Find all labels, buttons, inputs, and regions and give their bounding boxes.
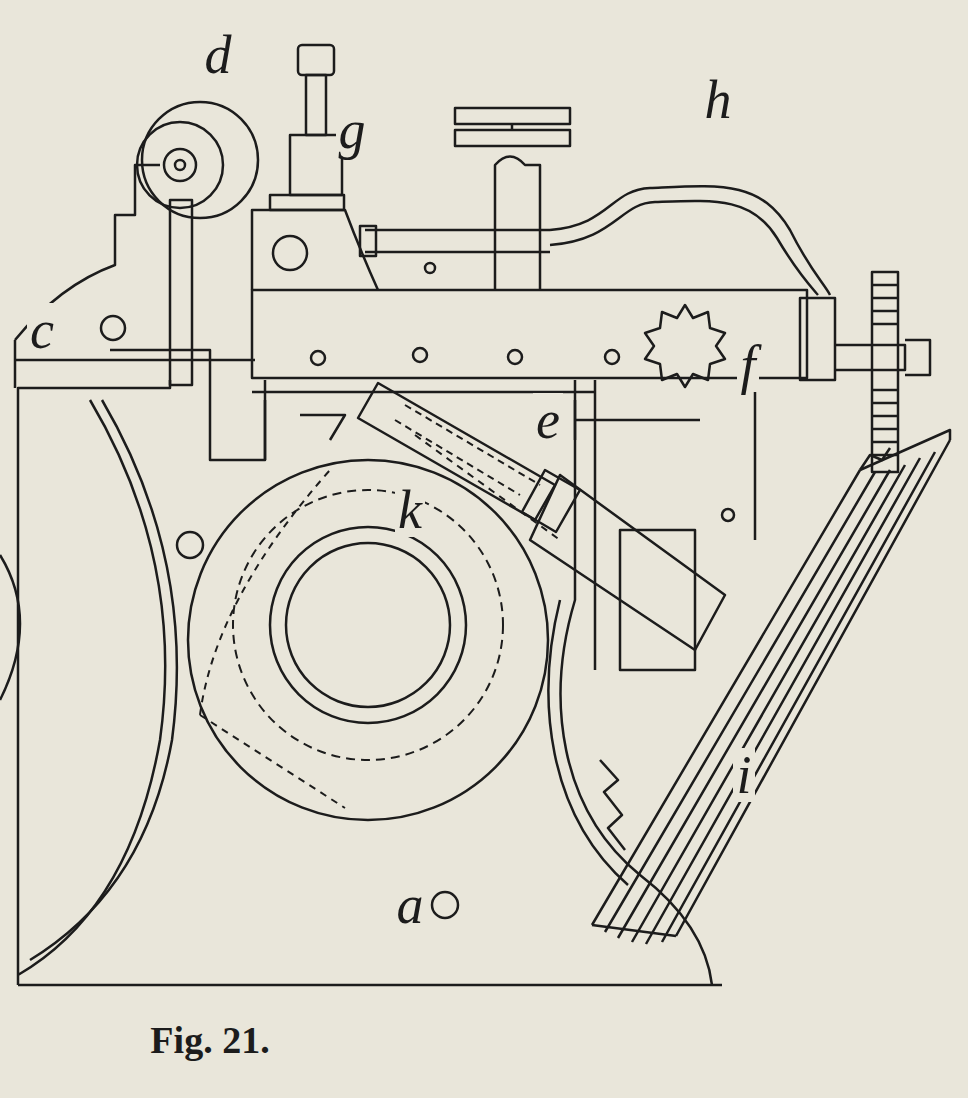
part-letter: i (733, 748, 754, 802)
rail-screw (311, 351, 325, 365)
part-letter: k (395, 483, 425, 537)
holder-post (290, 135, 342, 195)
spring-h-inner (550, 201, 818, 295)
wheel-arm (170, 200, 192, 385)
pulley-end (592, 430, 950, 936)
slide-guide (620, 530, 695, 670)
screw-shank (306, 75, 326, 135)
rail-screw (413, 348, 427, 362)
rail-end-block (800, 298, 835, 380)
pulley-rim (592, 440, 950, 944)
support (575, 380, 755, 670)
dovetail (300, 415, 345, 440)
star-wheel (645, 305, 725, 387)
bore-outer (270, 527, 466, 723)
bearing-housing (188, 435, 560, 820)
frame-hole (177, 532, 203, 558)
figure-caption: Fig. 21. (150, 1021, 269, 1059)
pulley-steps (600, 448, 890, 850)
knurled-screw (872, 272, 898, 472)
tool-holder-g (252, 45, 378, 290)
wheel-d (137, 102, 258, 218)
rail-mark (425, 263, 435, 273)
stepped-pulley-i (592, 430, 950, 944)
neighbour-pulley (0, 555, 20, 700)
part-letter: f (737, 338, 758, 392)
bracket-hole (101, 316, 125, 340)
hidden-ring (233, 490, 503, 760)
bracket-outline (15, 165, 265, 460)
bracket-c (15, 165, 265, 460)
screw-head (298, 45, 334, 75)
holder-plate (270, 195, 344, 210)
rail-screw (605, 350, 619, 364)
tube-shank (530, 475, 725, 650)
hidden-body (200, 435, 560, 808)
part-letter: g (336, 103, 369, 157)
tube-front (358, 383, 555, 520)
holder-block (252, 210, 378, 290)
block-edge (265, 400, 575, 460)
wheel-body (137, 122, 223, 208)
slide-rail (252, 263, 930, 670)
frame-inner-edge (30, 400, 177, 960)
base-frame (0, 380, 734, 985)
part-letter: a (394, 878, 427, 932)
holder-pivot (273, 236, 307, 270)
rod (365, 230, 550, 252)
thumb-nut (455, 108, 570, 124)
bracket-line (15, 359, 255, 362)
part-letter: e (533, 393, 563, 447)
adjust-post (495, 157, 540, 291)
part-letter: c (27, 303, 57, 357)
bore-inner (286, 543, 450, 707)
tube-hidden (395, 405, 540, 495)
wheel-axle (175, 160, 185, 170)
frame-hole (432, 892, 458, 918)
nut-stem (511, 124, 514, 130)
part-letter: h (702, 73, 735, 127)
frame-right-inner (549, 600, 628, 885)
rail-screw (508, 350, 522, 364)
frame-outline (18, 380, 722, 985)
frame-hole (722, 509, 734, 521)
wheel-rim (142, 102, 258, 218)
rod-and-spring-h (360, 108, 830, 295)
rod-end (360, 226, 376, 256)
housing-outer (188, 460, 548, 820)
tool-tube-e (358, 383, 725, 650)
wheel-hub (164, 149, 196, 181)
knurl (872, 285, 898, 455)
part-letter: d (202, 28, 235, 82)
thumb-nut (455, 130, 570, 146)
spring-h (550, 186, 830, 295)
feed-screw (835, 340, 930, 375)
